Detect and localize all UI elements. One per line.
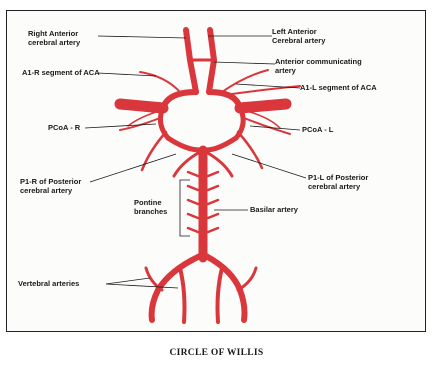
pcoa-r-label: PCoA - R <box>48 124 80 133</box>
figure-caption: CIRCLE OF WILLIS <box>0 348 433 358</box>
a1-right-segment <box>163 92 196 108</box>
right-middle-cerebral-artery <box>120 104 163 108</box>
p1-left <box>206 138 236 150</box>
basilar-label: Basilar artery <box>250 206 298 215</box>
p1-right <box>168 138 200 150</box>
left-middle-cerebral-artery <box>240 104 286 108</box>
a1-r-label: A1-R segment of ACA <box>22 69 100 78</box>
pcoa-l-label: PCoA - L <box>302 126 333 135</box>
vertebral-label: Vertebral arteries <box>18 280 79 289</box>
a1-l-label: A1-L segment of ACA <box>300 84 377 93</box>
